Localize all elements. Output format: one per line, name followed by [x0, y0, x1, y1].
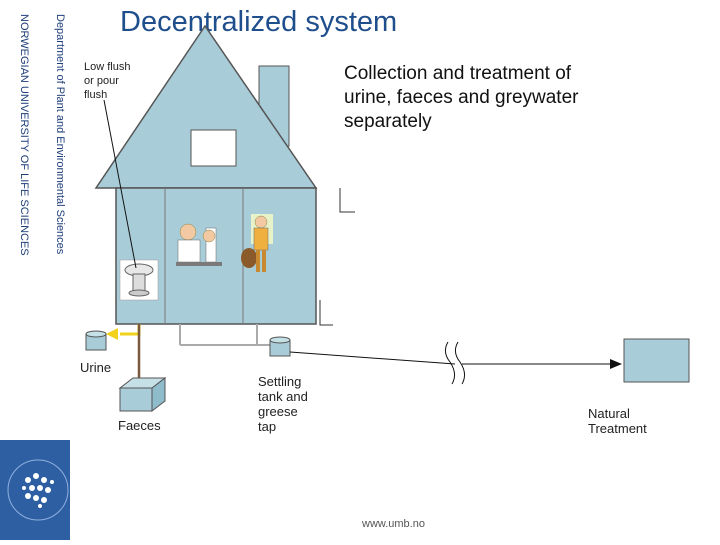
- doctor-figure-icon: [176, 223, 222, 266]
- urine-arrow-head: [106, 328, 118, 340]
- natural-line-1: Natural: [588, 406, 630, 421]
- vent-pipe-upper: [339, 188, 355, 213]
- page-title: Decentralized system: [120, 6, 398, 38]
- person-figure-icon: [241, 214, 273, 272]
- faeces-container: [118, 376, 167, 413]
- natural-treatment-box: [623, 338, 690, 383]
- low-flush-label: Low flush or pour flush: [84, 60, 130, 102]
- treatment-arrow-head: [610, 359, 622, 369]
- settling-label: Settling tank and greese tap: [258, 374, 308, 434]
- vent-pipe-lower: [319, 300, 333, 326]
- collection-line-2: urine, faeces and greywater: [344, 87, 579, 108]
- sidebar: Department of Plant and Environmental Sc…: [0, 0, 70, 540]
- urine-tank: [85, 330, 107, 351]
- settling-tank: [269, 336, 291, 357]
- break-mark-right: [454, 341, 466, 385]
- collection-label: Collection and treatment of urine, faece…: [344, 62, 578, 134]
- low-flush-pointer: [103, 99, 137, 269]
- treatment-pipe-a: [289, 351, 456, 365]
- collection-line-3: separately: [344, 111, 432, 132]
- collection-line-1: Collection and treatment of: [344, 63, 572, 84]
- settling-line-4: tap: [258, 419, 277, 434]
- university-logo-icon: [7, 459, 69, 521]
- settling-line-3: greese: [258, 404, 298, 419]
- natural-line-2: Treatment: [588, 421, 647, 436]
- low-flush-line-3: flush: [84, 89, 108, 101]
- toilet-icon: [119, 259, 159, 301]
- low-flush-line-2: or pour: [84, 75, 119, 87]
- attic-window: [190, 129, 237, 167]
- urine-label: Urine: [80, 360, 112, 375]
- low-flush-line-1: Low flush: [84, 61, 131, 73]
- settling-line-1: Settling: [258, 374, 302, 389]
- natural-treatment-label: Natural Treatment: [588, 406, 647, 436]
- website-link[interactable]: www.umb.no: [362, 518, 425, 530]
- university-logo: [0, 440, 70, 540]
- urine-pipe: [120, 324, 141, 336]
- faeces-label: Faeces: [118, 418, 161, 433]
- settling-line-2: tank and: [258, 389, 308, 404]
- break-mark-left: [444, 341, 456, 385]
